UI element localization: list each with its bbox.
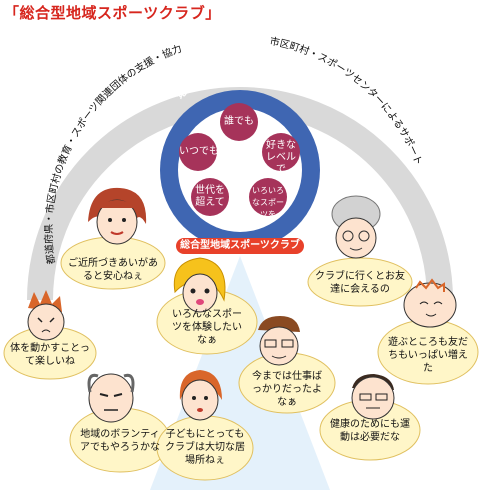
value-circle-anyone: [220, 103, 258, 141]
value-anytime: いつでも: [179, 146, 219, 157]
speech-text-health: 健康のためにも運動は必要だな: [330, 419, 410, 443]
speech-text-neighbor: ご近所づきあいがあると安心ねぇ: [68, 258, 158, 282]
boy-face-icon: [27, 290, 65, 341]
speech-text-volunteer: 地域のボランティアでもやろうかな: [80, 429, 160, 453]
value-circle-sports: [249, 178, 287, 216]
value-circle-level: [262, 133, 300, 171]
page-title: 「総合型地域スポーツクラブ」: [4, 4, 221, 22]
girl-face-icon: [173, 257, 226, 313]
speech-text-move: 体を動かすことって楽しいね: [10, 343, 90, 367]
man-face-icon: [351, 374, 395, 420]
value-circle-anytime: [179, 133, 217, 171]
value-sports: いろいろなスポーツを: [252, 186, 284, 219]
man-glasses-face-icon: [258, 316, 300, 366]
woman-child-face-icon: [179, 370, 222, 421]
woman-face-icon: [88, 187, 147, 245]
value-anyone: 誰でも: [224, 116, 254, 127]
old-man-face-icon: [87, 373, 135, 423]
speech-text-sports: いろんなスポーツを体験したいなぁ: [172, 309, 242, 346]
club-badge: 総合型地域スポーツクラブ: [176, 238, 304, 254]
speech-text-friend: クラブに行くとお友達に会えるの: [315, 271, 405, 295]
value-level: 好きなレベルで: [266, 140, 296, 175]
value-circle-generations: [191, 178, 229, 216]
grandma-face-icon: [331, 195, 381, 259]
speech-text-play: 遊ぶところも友だちもいっぱい増えた: [388, 337, 468, 374]
speech-text-place: 子どもにとってもクラブは大切な居場所ねぇ: [165, 429, 245, 466]
speech-text-work: 今までは仕事ばっかりだったよなぁ: [252, 371, 322, 408]
value-generations: 世代を超えて: [195, 185, 225, 208]
baby-face-icon: [403, 278, 457, 328]
